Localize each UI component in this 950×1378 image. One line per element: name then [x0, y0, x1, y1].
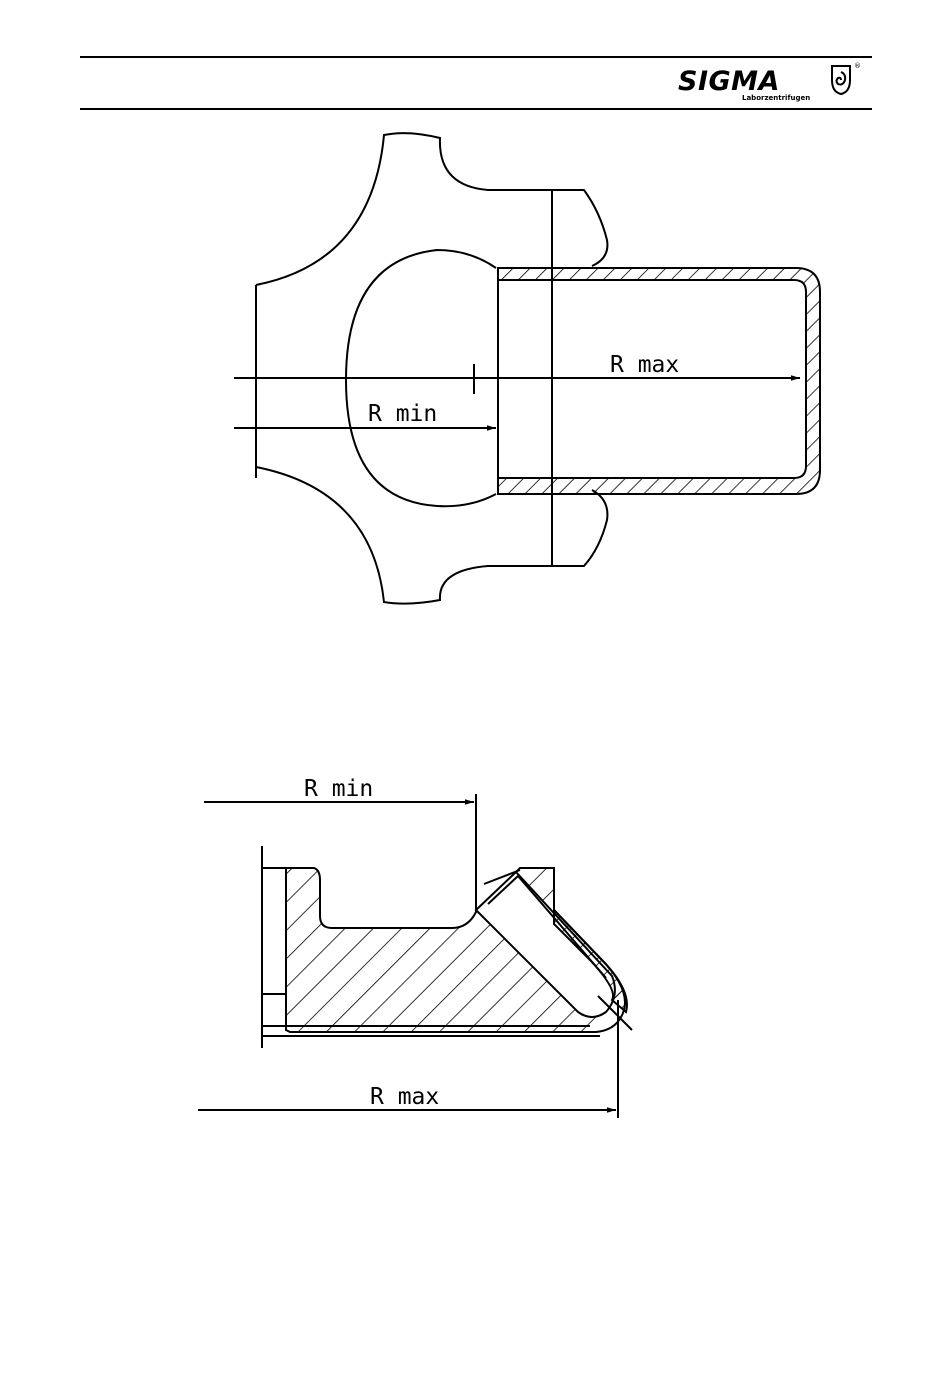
tube-wall [498, 268, 820, 494]
top-rmin-label: R min [368, 401, 437, 427]
bottom-rmin-label: R min [304, 776, 373, 802]
rotor-outline [256, 133, 607, 604]
swing-bucket-rotor-figure [234, 133, 820, 604]
fixed-angle-rotor-figure [198, 794, 632, 1118]
bottom-rmax-label: R max [370, 1084, 439, 1110]
top-rmax-label: R max [610, 352, 679, 378]
